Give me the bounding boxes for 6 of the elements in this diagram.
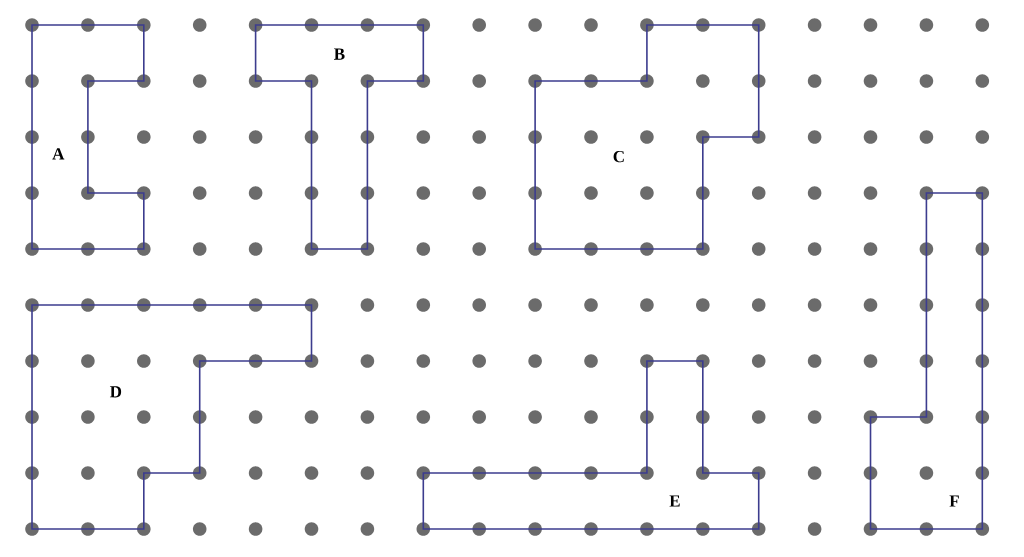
grid-polygon-figure: F [869, 192, 984, 530]
grid-polygon-figure: D [31, 304, 313, 530]
grid-polygon-figure: B [254, 24, 425, 250]
grid-polygon-figure: A [31, 24, 145, 250]
grid-polygon-figure: C [534, 24, 760, 250]
grid-polygon-figure: E [422, 360, 760, 530]
